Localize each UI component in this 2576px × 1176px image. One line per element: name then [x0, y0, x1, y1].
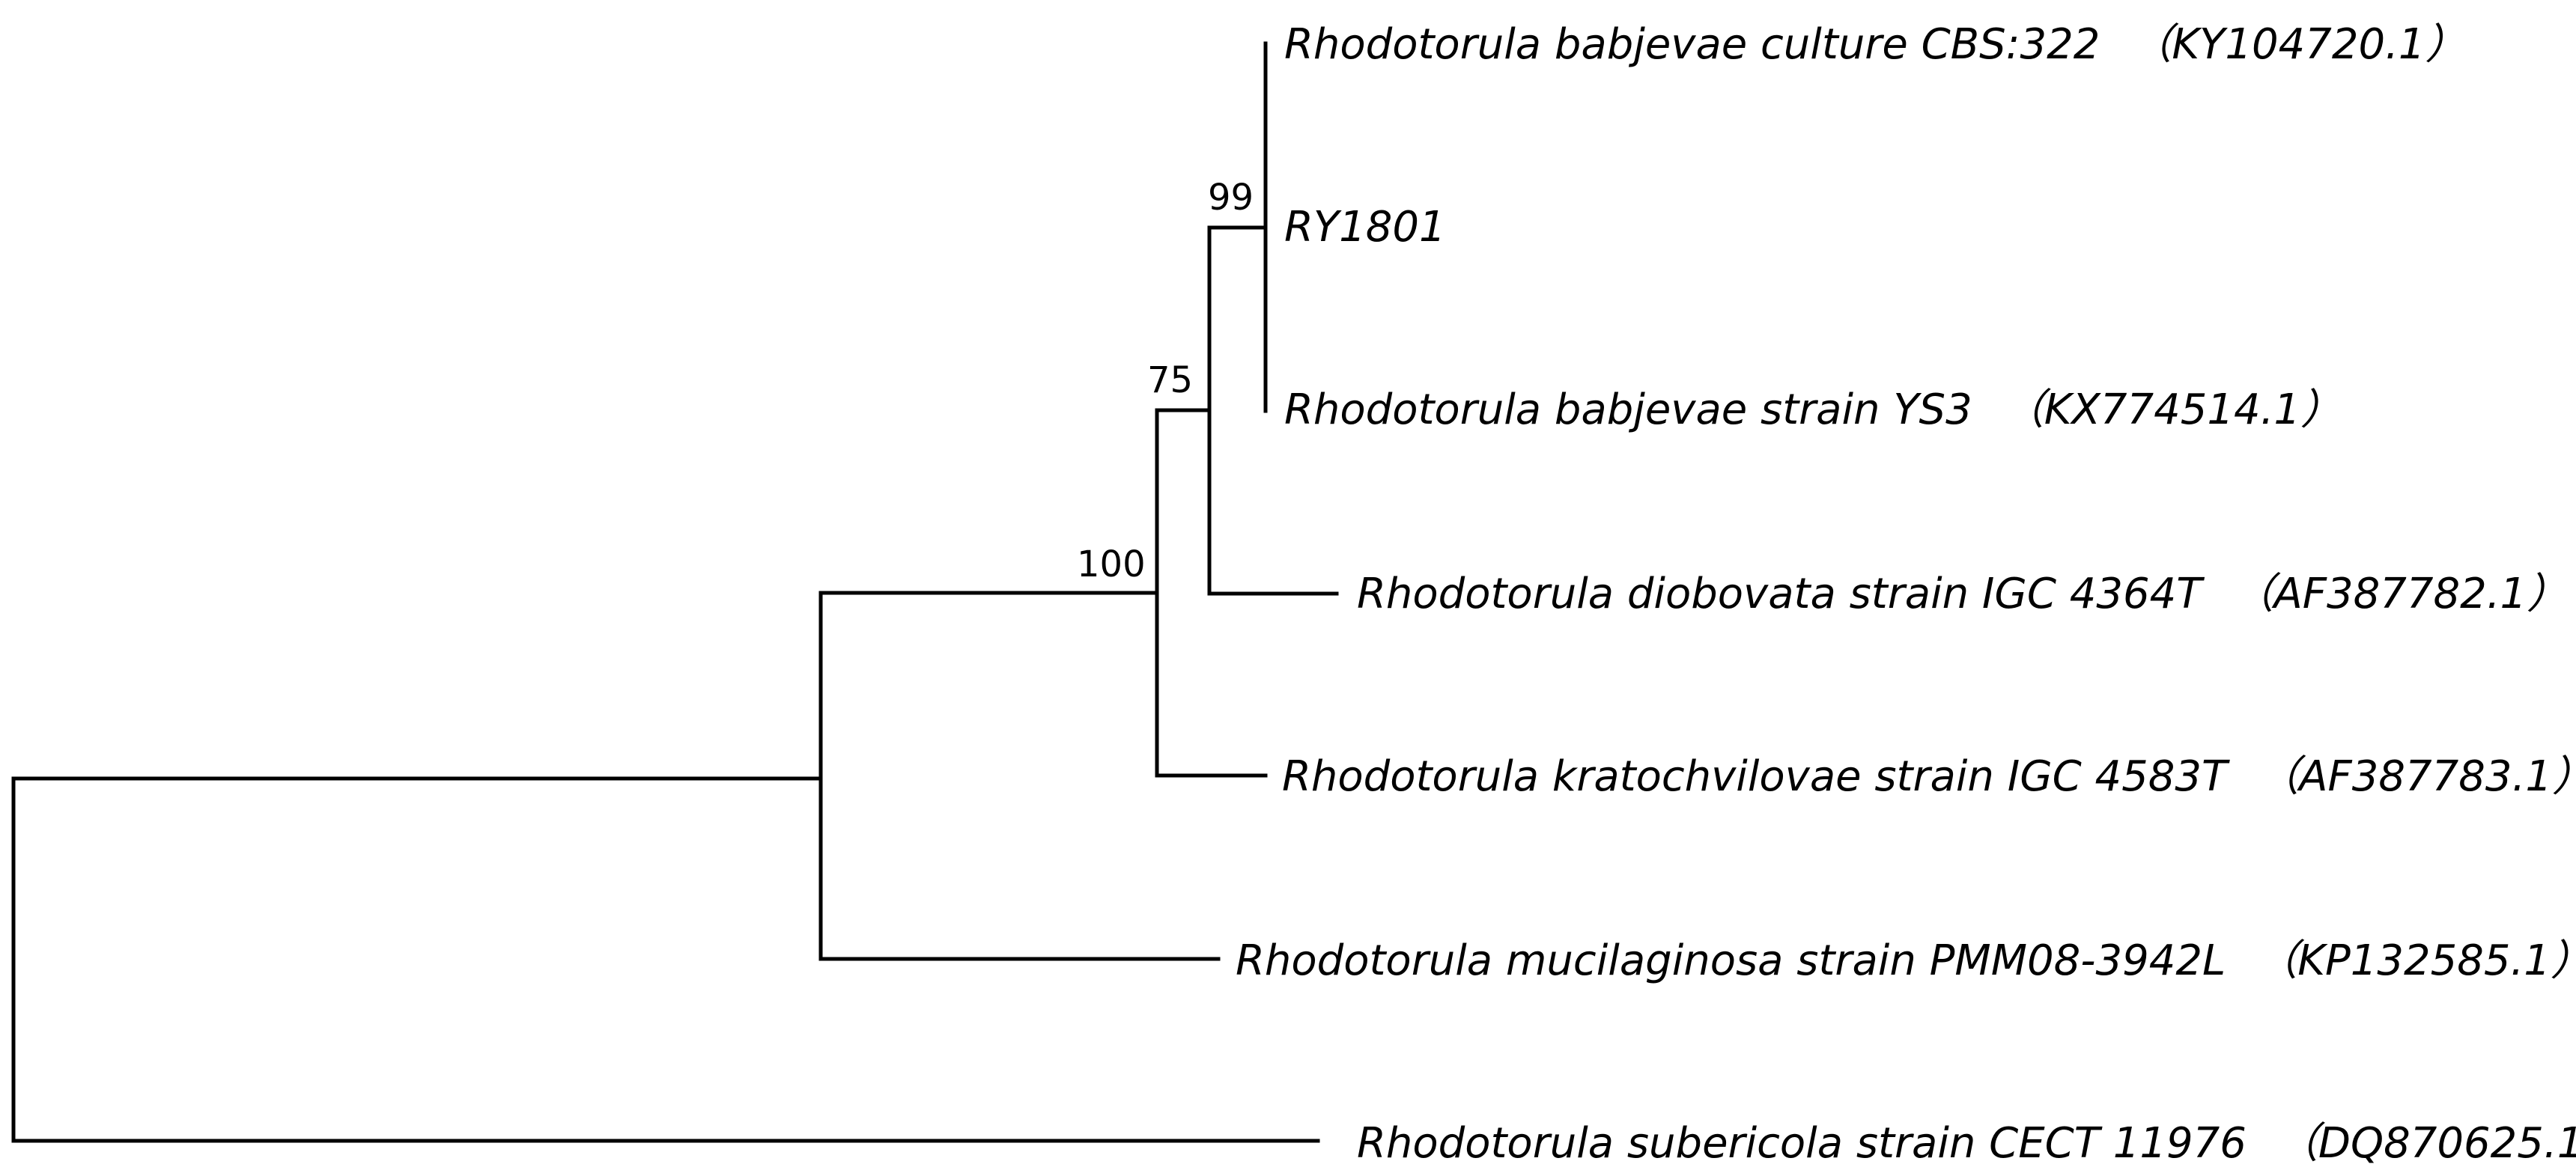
support-value-100: 100	[1077, 543, 1146, 585]
taxon-label: Rhodotorula diobovata strain IGC 4364T （A…	[1357, 570, 2569, 618]
taxon-name: RY1801	[1284, 203, 1446, 252]
taxon-accession: （DQ870625.1）	[2276, 1119, 2576, 1168]
taxon-accession: （KP132585.1）	[2255, 936, 2576, 985]
taxon-accession: （AF387782.1）	[2232, 570, 2569, 618]
taxon-name: Rhodotorula babjevae culture CBS:322	[1284, 20, 2100, 69]
taxon-label: Rhodotorula mucilaginosa strain PMM08-39…	[1236, 936, 2576, 985]
support-value-75: 75	[1147, 359, 1193, 401]
taxon-label: Rhodotorula kratochvilovae strain IGC 45…	[1282, 752, 2576, 801]
support-value-99: 99	[1208, 177, 1254, 219]
taxon-label: Rhodotorula babjevae culture CBS:322 （KY1…	[1284, 20, 2467, 69]
taxon-name: Rhodotorula babjevae strain YS3	[1284, 386, 1972, 434]
taxon-name: Rhodotorula subericola strain CECT 11976	[1357, 1119, 2247, 1168]
taxon-label: Rhodotorula subericola strain CECT 11976…	[1357, 1119, 2576, 1168]
taxon-label: RY1801	[1284, 203, 1446, 252]
taxon-accession: （KX774514.1）	[2002, 386, 2342, 434]
taxon-name: Rhodotorula diobovata strain IGC 4364T	[1357, 570, 2205, 618]
taxon-name: Rhodotorula kratochvilovae strain IGC 45…	[1282, 752, 2230, 801]
taxon-name: Rhodotorula mucilaginosa strain PMM08-39…	[1236, 936, 2226, 985]
taxon-accession: （KY104720.1）	[2130, 20, 2467, 69]
taxon-accession: （AF387783.1）	[2257, 752, 2576, 801]
taxon-label: Rhodotorula babjevae strain YS3 （KX774514…	[1284, 386, 2342, 434]
